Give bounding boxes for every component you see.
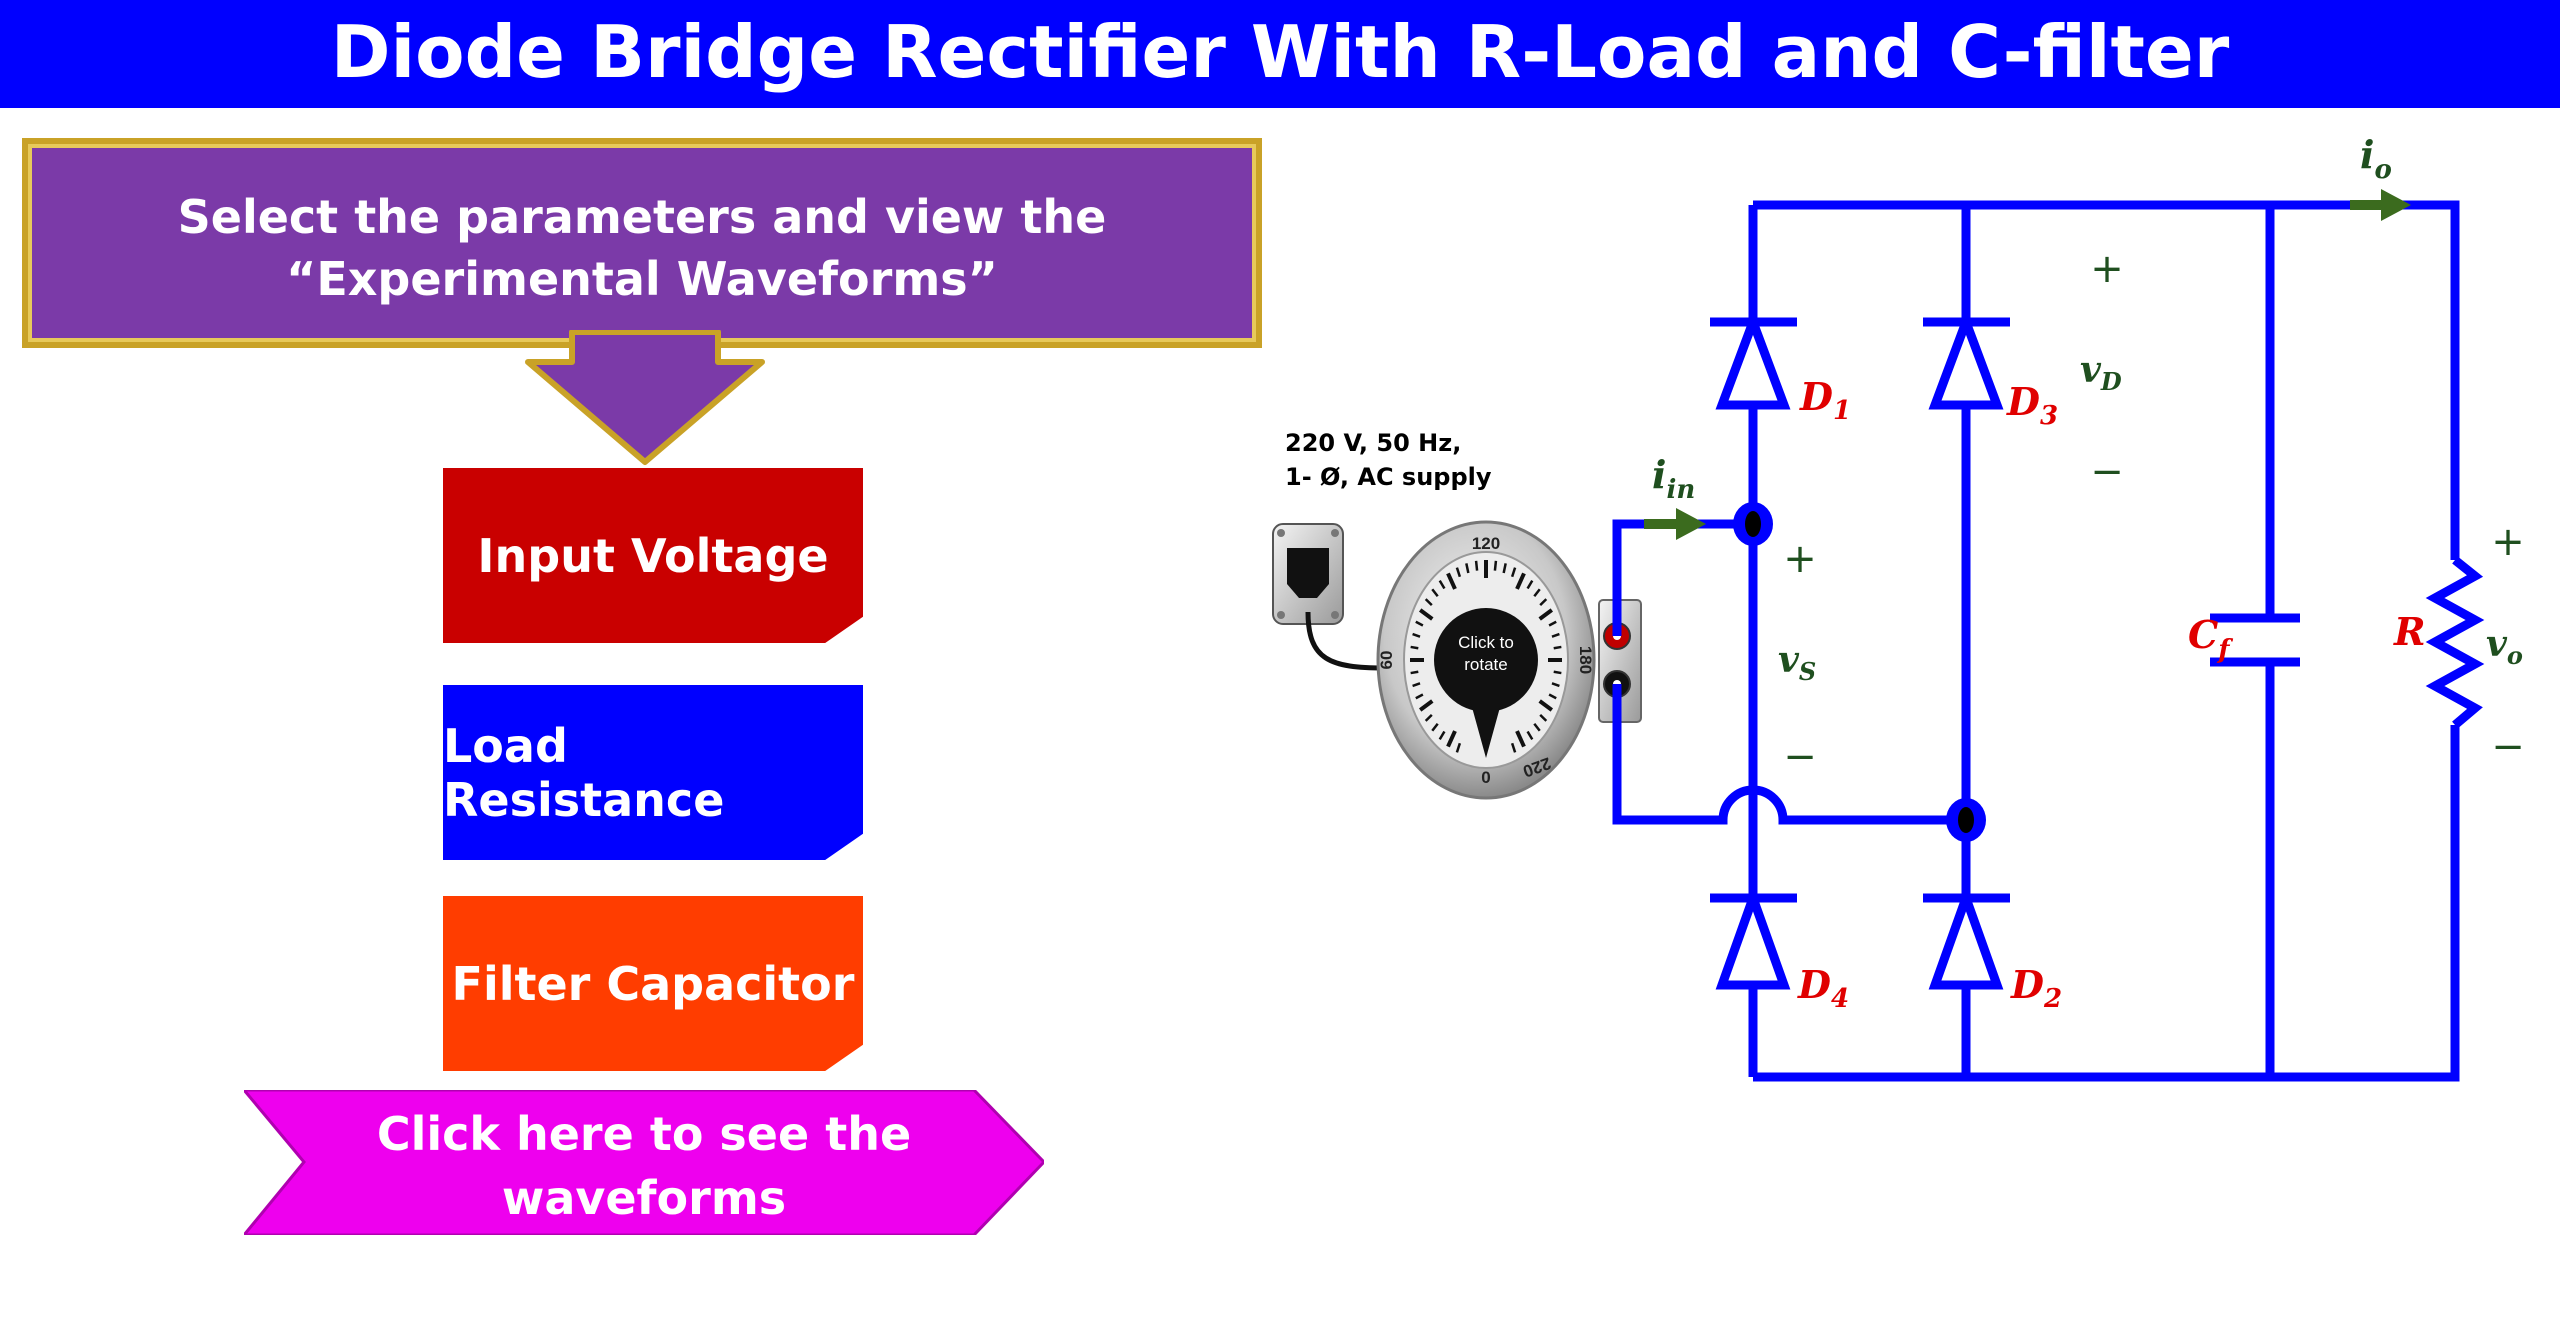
dial-tick (1548, 693, 1557, 700)
load-resistance-button[interactable]: Load Resistance (443, 685, 863, 860)
dial-tick (1526, 580, 1534, 590)
label-d1: D1 (1799, 374, 1851, 426)
dial-tick (1474, 560, 1479, 571)
label-d4: D4 (1797, 962, 1849, 1014)
dial-tick (1412, 632, 1421, 638)
waveforms-arrow-shape (244, 1090, 1044, 1235)
dial-tick (1553, 670, 1562, 675)
vo-plus-sign: + (2491, 519, 2525, 565)
down-arrow-icon (525, 330, 765, 465)
dial-tick (1412, 682, 1421, 688)
dial-tick (1431, 722, 1439, 732)
load-resistance-label: Load Resistance (443, 718, 725, 827)
dial-tick (1410, 645, 1419, 650)
dial-tick (1424, 713, 1433, 722)
variac-dial[interactable]: Click to rotate 120 180 220 0 60 (1376, 520, 1596, 800)
label-d2: D2 (2010, 962, 2062, 1014)
dial-tick (1515, 572, 1526, 590)
supply-line-2: 1- Ø, AC supply (1285, 463, 1492, 491)
dial-tick-label-60: 60 (1377, 651, 1396, 670)
dial-center-line-2: rotate (1464, 655, 1507, 674)
diode-d4 (1710, 884, 1797, 990)
diode-d1 (1710, 309, 1797, 410)
dial-tick (1465, 563, 1470, 574)
circuit-diagram: Click to rotate 120 180 220 0 60 (1272, 132, 2525, 1082)
dial-tick (1526, 730, 1534, 740)
dial-tick (1551, 682, 1560, 688)
vd-minus-sign: − (2090, 449, 2124, 495)
filter-capacitor-button[interactable]: Filter Capacitor (443, 896, 863, 1071)
dial-tick (1538, 699, 1554, 712)
dial-tick (1551, 632, 1560, 638)
dial-tick (1415, 693, 1424, 700)
dial-tick (1424, 598, 1433, 607)
label-io: io (2360, 132, 2392, 185)
dial-tick (1438, 580, 1446, 590)
view-waveforms-label: Click here to see the waveforms (376, 1107, 912, 1225)
label-vd: vD (2080, 349, 2122, 396)
dial-tick-marks (1410, 560, 1562, 753)
label-d3: D3 (2006, 379, 2058, 431)
dial-center-line-1: Click to (1458, 633, 1514, 652)
dial-tick (1431, 588, 1439, 598)
dial-tick (1515, 730, 1526, 748)
dial-tick (1510, 742, 1517, 753)
dial-tick (1538, 608, 1554, 621)
diode-d2 (1923, 884, 2010, 990)
current-arrow-out-icon (2350, 189, 2411, 221)
supply-label: 220 V, 50 Hz, 1- Ø, AC supply (1285, 426, 1492, 494)
view-waveforms-button[interactable]: Click here to see the waveforms (244, 1090, 1044, 1235)
dial-tick (1446, 572, 1457, 590)
vs-plus-sign: + (1783, 536, 1817, 582)
dial-tick (1533, 722, 1541, 732)
dial-tick-label-120: 120 (1472, 534, 1500, 553)
instruction-banner: Select the parameters and view the “Expe… (22, 138, 1262, 348)
vo-minus-sign: − (2491, 724, 2525, 770)
page-title: Diode Bridge Rectifier With R-Load and C… (0, 0, 2560, 108)
input-voltage-button[interactable]: Input Voltage (443, 468, 863, 643)
dial-tick-label-180: 180 (1576, 646, 1595, 674)
label-vo: vo (2486, 623, 2523, 670)
dial-tick (1493, 560, 1498, 571)
input-voltage-label: Input Voltage (477, 528, 829, 583)
dial-tick (1418, 608, 1434, 621)
label-r: R (2393, 609, 2426, 654)
dial-tick (1438, 730, 1446, 740)
dial-tick (1510, 567, 1517, 578)
dial-tick (1539, 713, 1548, 722)
diode-d3 (1923, 309, 2010, 410)
dial-tick (1548, 620, 1557, 627)
label-vs: vS (1778, 639, 1816, 686)
dial-tick (1415, 620, 1424, 627)
supply-line-1: 220 V, 50 Hz, (1285, 429, 1462, 457)
filter-capacitor-label: Filter Capacitor (451, 956, 855, 1011)
dial-tick (1410, 670, 1419, 675)
dial-tick (1502, 563, 1507, 574)
dial-tick (1533, 588, 1541, 598)
vd-plus-sign: + (2090, 246, 2124, 292)
dial-tick (1539, 598, 1548, 607)
label-iin: iin (1652, 452, 1695, 505)
vs-minus-sign: − (1783, 734, 1817, 780)
dial-tick (1553, 645, 1562, 650)
wall-socket (1272, 523, 1386, 671)
dial-tick-label-0: 0 (1481, 768, 1490, 787)
dial-tick (1455, 742, 1462, 753)
dial-tick (1455, 567, 1462, 578)
dial-tick (1446, 730, 1457, 748)
dial-tick (1418, 699, 1434, 712)
current-arrow-in-icon (1644, 508, 1706, 540)
